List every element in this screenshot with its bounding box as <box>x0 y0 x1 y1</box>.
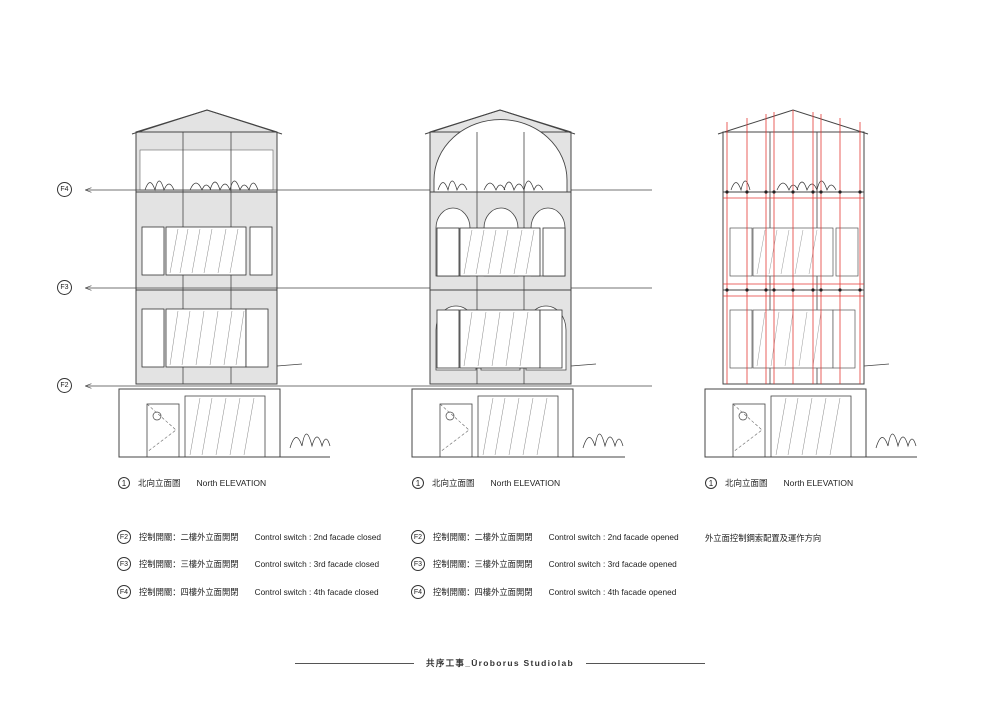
legend-tag: F4 <box>117 585 131 599</box>
legend-zh: 控制開關：四樓外立面開閉 <box>139 587 239 597</box>
level-tag-f4: F4 <box>57 182 72 197</box>
caption-en: North ELEVATION <box>783 478 854 488</box>
caption-zh: 北向立面圖 <box>725 478 768 488</box>
legend-opened-f4: F4 控制開關：四樓外立面開閉 Control switch : 4th fac… <box>411 585 676 599</box>
legend-closed-f3: F3 控制開關：三樓外立面開閉 Control switch : 3rd fac… <box>117 557 379 571</box>
legend-opened-f3: F3 控制開關：三樓外立面開閉 Control switch : 3rd fac… <box>411 557 677 571</box>
caption-zh: 北向立面圖 <box>432 478 475 488</box>
cable-note: 外立面控制鋼索配置及運作方向 <box>705 533 822 543</box>
elevation-caption-2: 1 北向立面圖 North ELEVATION <box>412 477 560 489</box>
footer: 共序工事_Ūroborus Studiolab <box>295 656 705 670</box>
footer-credit: 共序工事_Ūroborus Studiolab <box>426 658 574 668</box>
legend-zh: 控制開關：二樓外立面開閉 <box>433 532 533 542</box>
legend-zh: 控制開關：四樓外立面開閉 <box>433 587 533 597</box>
legend-tag: F4 <box>411 585 425 599</box>
caption-number: 1 <box>705 477 717 489</box>
elevation-caption-3: 1 北向立面圖 North ELEVATION <box>705 477 853 489</box>
caption-number: 1 <box>118 477 130 489</box>
building-elevation-closed <box>118 109 331 458</box>
level-tag-f3: F3 <box>57 280 72 295</box>
building-elevation-opened <box>411 109 625 458</box>
legend-en: Control switch : 4th facade opened <box>548 587 677 597</box>
building-elevation-cables <box>704 109 917 458</box>
legend-en: Control switch : 3rd facade closed <box>254 559 380 569</box>
level-tag-f2: F2 <box>57 378 72 393</box>
legend-en: Control switch : 2nd facade closed <box>254 532 381 542</box>
legend-en: Control switch : 4th facade closed <box>254 587 379 597</box>
legend-closed-f2: F2 控制開關：二樓外立面開閉 Control switch : 2nd fac… <box>117 530 381 544</box>
legend-tag: F2 <box>411 530 425 544</box>
caption-number: 1 <box>412 477 424 489</box>
caption-en: North ELEVATION <box>196 478 267 488</box>
elevation-caption-1: 1 北向立面圖 North ELEVATION <box>118 477 266 489</box>
legend-zh: 控制開關：三樓外立面開閉 <box>433 559 533 569</box>
legend-en: Control switch : 3rd facade opened <box>548 559 677 569</box>
legend-tag: F3 <box>117 557 131 571</box>
legend-en: Control switch : 2nd facade opened <box>548 532 679 542</box>
legend-tag: F2 <box>117 530 131 544</box>
caption-zh: 北向立面圖 <box>138 478 181 488</box>
caption-en: North ELEVATION <box>490 478 561 488</box>
footer-rule-left <box>295 662 415 664</box>
legend-tag: F3 <box>411 557 425 571</box>
footer-rule-right <box>585 662 705 664</box>
legend-opened-f2: F2 控制開關：二樓外立面開閉 Control switch : 2nd fac… <box>411 530 679 544</box>
legend-closed-f4: F4 控制開關：四樓外立面開閉 Control switch : 4th fac… <box>117 585 379 599</box>
legend-zh: 控制開關：二樓外立面開閉 <box>139 532 239 542</box>
legend-zh: 控制開關：三樓外立面開閉 <box>139 559 239 569</box>
